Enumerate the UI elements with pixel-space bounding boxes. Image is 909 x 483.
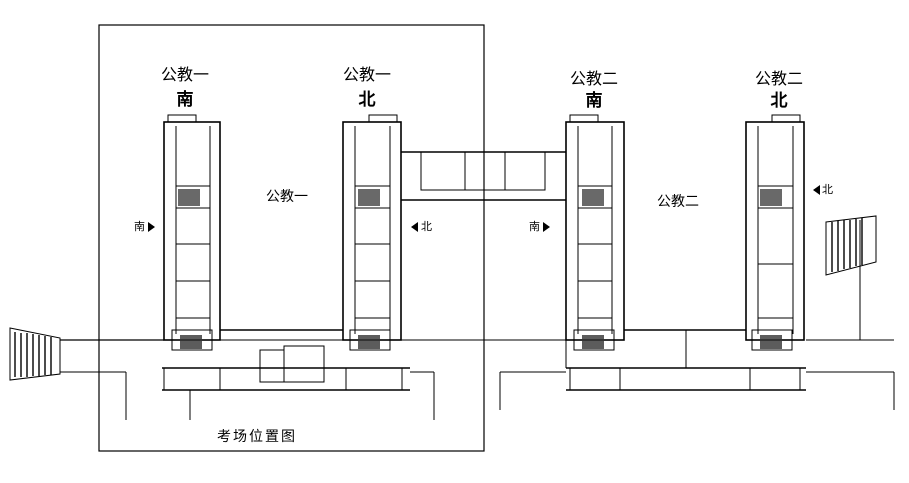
area-label-gongjiao2: 公教二 <box>657 194 699 210</box>
arrow-right-icon <box>148 222 155 232</box>
corridor-group-2 <box>484 220 895 410</box>
building-gongjiao1-north <box>342 114 402 351</box>
building-gongjiao2-south <box>565 114 625 351</box>
building-direction-gongjiao2-north: 北 <box>770 91 788 111</box>
building-label-gongjiao2-north: 公教二 <box>754 69 803 88</box>
arrow-label-south-1: 南 <box>134 220 145 233</box>
building-direction-gongjiao2-south: 南 <box>585 91 603 111</box>
building-gongjiao2-north <box>745 114 805 351</box>
west-entrance-stair <box>9 327 61 381</box>
arrow-label-north-2: 北 <box>822 183 833 196</box>
map-caption: 考场位置图 <box>217 429 297 445</box>
corridor-group-1 <box>60 329 484 420</box>
exam-area-frame <box>98 24 485 452</box>
connector-bridge <box>400 151 566 222</box>
building-gongjiao1-south <box>163 114 221 351</box>
building-direction-gongjiao1-south: 南 <box>176 90 194 110</box>
building-direction-gongjiao1-north: 北 <box>358 90 376 110</box>
arrow-right-icon <box>543 222 550 232</box>
arrow-left-icon <box>813 185 820 195</box>
arrow-label-south-2: 南 <box>529 220 540 233</box>
building-label-gongjiao1-north: 公教一 <box>342 65 391 84</box>
arrow-left-icon <box>411 222 418 232</box>
building-label-gongjiao2-south: 公教二 <box>569 69 618 88</box>
building-label-gongjiao1-south: 公教一 <box>160 65 209 84</box>
east-entrance-stair <box>825 215 877 276</box>
area-label-gongjiao1: 公教一 <box>266 189 308 205</box>
arrow-label-north-1: 北 <box>421 220 432 233</box>
